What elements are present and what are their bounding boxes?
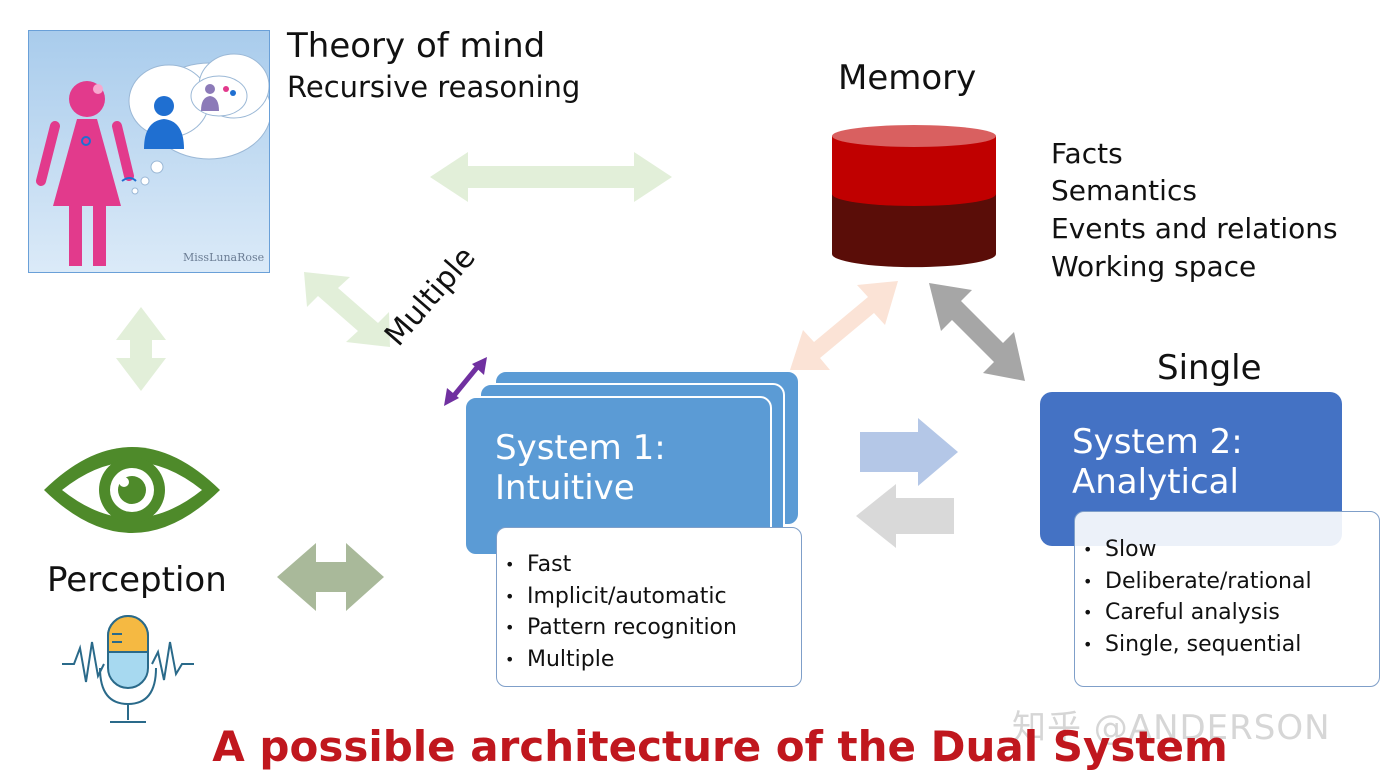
system1-title-line2: Intuitive [495,468,635,508]
main-title: A possible architecture of the Dual Syst… [212,722,1228,771]
system2-trait: Careful analysis [1075,597,1379,629]
memory-system1-arrow [790,281,898,370]
system2-traits-box: Slow Deliberate/rational Careful analysi… [1074,511,1380,687]
theory-of-mind-title: Theory of mind [287,26,546,66]
memory-item-events: Events and relations [1051,212,1338,245]
eye-icon [44,447,220,533]
memory-item-semantics: Semantics [1051,174,1197,207]
system1-trait: Multiple [497,644,801,676]
system2-trait: Deliberate/rational [1075,566,1379,598]
tom-perception-arrow [116,307,166,391]
perception-system1-arrow [277,543,384,611]
memory-title: Memory [838,58,977,98]
system1-traits-box: Fast Implicit/automatic Pattern recognit… [496,527,802,687]
single-label: Single [1157,348,1262,388]
theory-of-mind-image: MissLunaRose [28,30,270,273]
image-credit: MissLunaRose [183,251,265,264]
system1-title-line1: System 1: [495,428,666,468]
system2-title: System 2: Analytical [1072,422,1243,502]
memory-item-working-space: Working space [1051,250,1257,283]
system1-title: System 1: Intuitive [495,428,666,508]
multiple-arrow [444,357,487,406]
system1-to-system2-arrow [860,418,958,486]
microphone-icon [62,615,194,723]
memory-item-facts: Facts [1051,137,1123,170]
tom-memory-arrow [430,152,672,202]
system2-trait: Single, sequential [1075,629,1379,661]
system1-trait: Fast [497,549,801,581]
system2-to-system1-arrow [856,484,954,548]
person-thinking-icon [36,53,269,266]
system1-trait: Pattern recognition [497,612,801,644]
system2-trait: Slow [1075,534,1379,566]
system2-title-line1: System 2: [1072,422,1243,462]
tom-system1-arrow [304,272,390,347]
system2-title-line2: Analytical [1072,462,1239,502]
system1-trait: Implicit/automatic [497,581,801,613]
theory-of-mind-subtitle: Recursive reasoning [287,70,581,104]
perception-label: Perception [47,560,227,600]
database-icon [832,125,996,268]
watermark: 知乎 @ANDERSON [1012,708,1331,748]
memory-system2-arrow [929,283,1025,381]
